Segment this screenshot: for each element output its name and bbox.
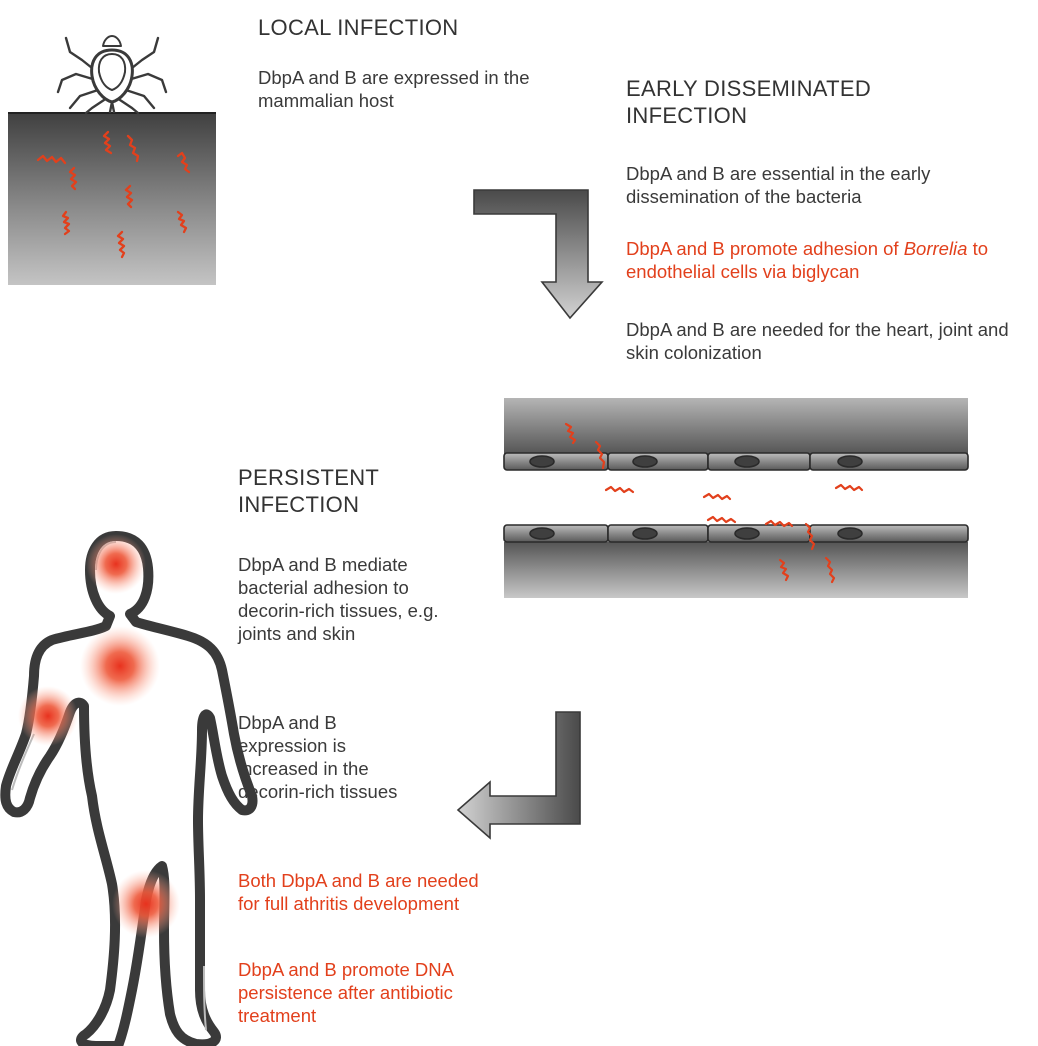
persistent-infection-text-1: DbpA and B mediate bacterial adhesion to…: [238, 553, 453, 645]
early-infection-text-2: DbpA and B promote adhesion of Borrelia …: [626, 237, 1036, 283]
early-infection-text-1: DbpA and B are essential in the early di…: [626, 162, 1026, 208]
local-infection-heading: LOCAL INFECTION: [258, 14, 459, 41]
persistent-infection-text-3: Both DbpA and B are needed for full athr…: [238, 869, 498, 915]
persistent-infection-text-4: DbpA and B promote DNA persistence after…: [238, 958, 513, 1027]
local-infection-text: DbpA and B are expressed in the mammalia…: [258, 66, 558, 112]
persistent-infection-heading: PERSISTENT INFECTION: [238, 464, 438, 518]
skin-block: [8, 112, 216, 285]
human-silhouette: [5, 536, 252, 1046]
tick-icon: [58, 36, 166, 113]
early-text-2-italic: Borrelia: [904, 238, 968, 259]
early-infection-text-3: DbpA and B are needed for the heart, joi…: [626, 318, 1026, 364]
persistent-infection-text-2: DbpA and B expression is increased in th…: [238, 711, 408, 803]
down-arrow-icon: [474, 190, 602, 318]
early-infection-heading: EARLY DISSEMINATED INFECTION: [626, 75, 966, 129]
blood-vessel: [504, 398, 968, 598]
left-arrow-icon: [458, 712, 580, 838]
early-text-2-pre: DbpA and B promote adhesion of: [626, 238, 899, 259]
